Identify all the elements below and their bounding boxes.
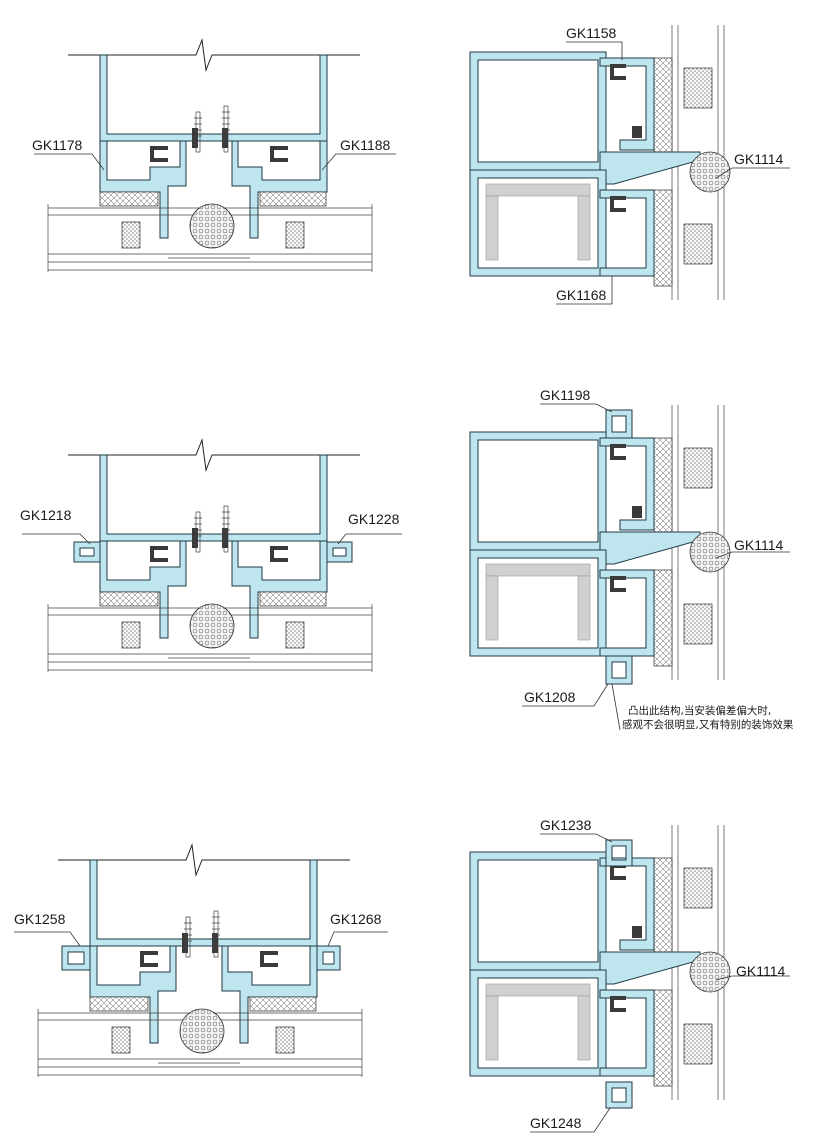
detail-2-side-label: GK1114 <box>734 537 784 553</box>
detail-3-horizontal: GK1258 GK1268 <box>14 844 388 1078</box>
detail-1-left-label: GK1178 <box>32 137 83 153</box>
detail-3-vertical: GK1238 GK1114 GK1248 <box>469 817 790 1133</box>
detail-1-side-label: GK1114 <box>734 151 784 167</box>
detail-1-right-label: GK1188 <box>340 137 391 153</box>
detail-1-vertical: GK1158 GK1114 GK1168 <box>469 24 790 305</box>
detail-2-horizontal: GK1218 GK1228 <box>20 439 402 673</box>
detail-2-vertical: GK1198 GK1114 GK1208 凸出此结构,当安装偏差偏大时, 感观不… <box>469 387 794 731</box>
detail-3-bottom-label: GK1248 <box>530 1115 582 1131</box>
detail-2-note-line-1: 凸出此结构,当安装偏差偏大时, <box>628 704 771 717</box>
detail-3-side-label: GK1114 <box>736 963 786 979</box>
detail-2-right-label: GK1228 <box>348 511 400 527</box>
detail-2-left-label: GK1218 <box>20 507 72 523</box>
detail-3-right-label: GK1268 <box>330 911 382 927</box>
detail-2-bottom-label: GK1208 <box>524 689 576 705</box>
detail-1-bottom-label: GK1168 <box>556 287 607 303</box>
detail-3-top-label: GK1238 <box>540 817 592 833</box>
detail-1-top-label: GK1158 <box>566 25 617 41</box>
detail-3-left-label: GK1258 <box>14 911 66 927</box>
detail-2-top-label: GK1198 <box>540 387 591 403</box>
detail-2-note-line-2: 感观不会很明显,又有特别的装饰效果 <box>622 718 794 731</box>
detail-1-horizontal: GK1178 GK1188 <box>32 39 396 273</box>
